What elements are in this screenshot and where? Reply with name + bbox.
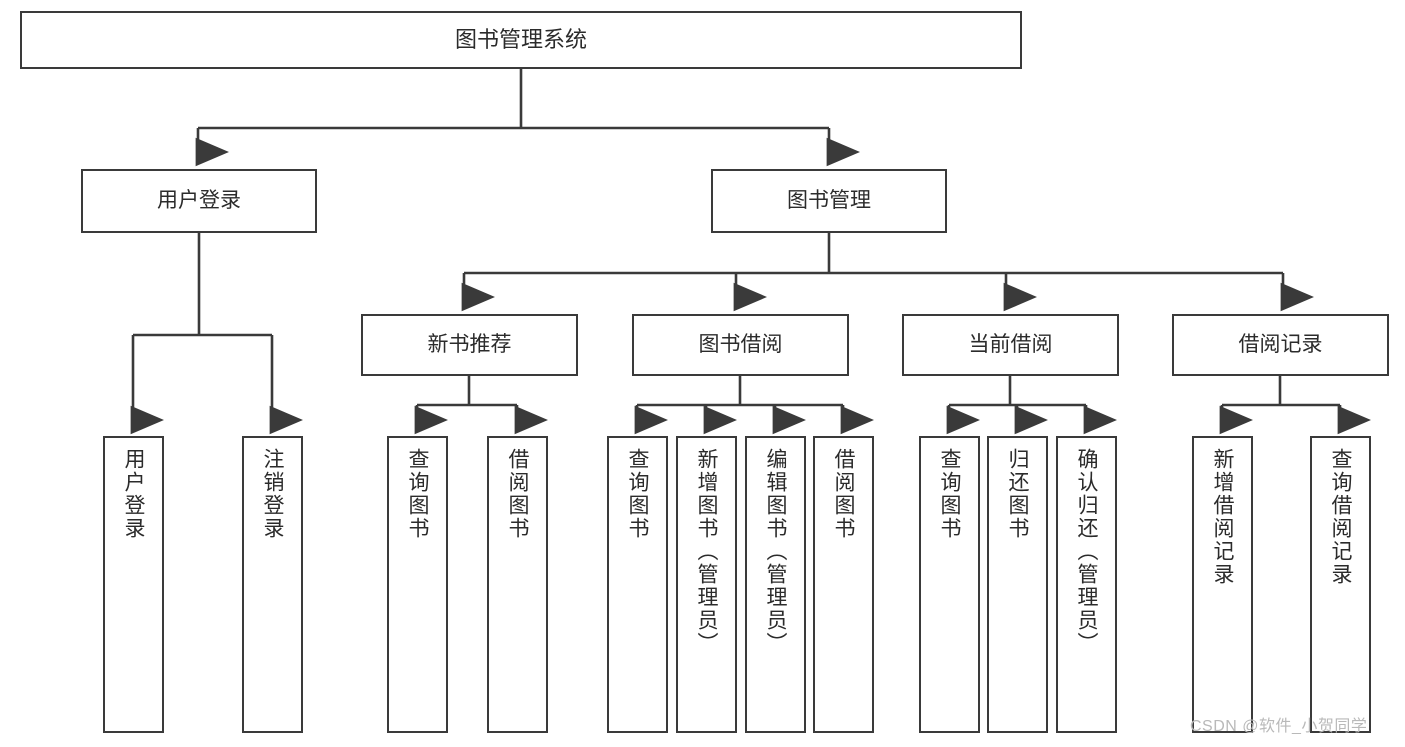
leaf-return-book[interactable]: 归还图书 xyxy=(987,436,1048,733)
leaf-add-borrow-record-label: 新增借阅记录 xyxy=(1211,448,1234,586)
node-new-book-recommend[interactable]: 新书推荐 xyxy=(361,314,578,376)
node-root-label: 图书管理系统 xyxy=(454,27,587,53)
leaf-borrow-book-recommend[interactable]: 借阅图书 xyxy=(487,436,548,733)
node-book-borrow-label: 图书借阅 xyxy=(698,332,783,356)
node-borrow-records[interactable]: 借阅记录 xyxy=(1172,314,1389,376)
node-root[interactable]: 图书管理系统 xyxy=(20,11,1022,69)
leaf-add-book-admin-label: 新增图书（管理员） xyxy=(695,448,718,655)
node-book-management[interactable]: 图书管理 xyxy=(711,169,947,233)
leaf-borrow-book[interactable]: 借阅图书 xyxy=(813,436,874,733)
leaf-logout-label: 注销登录 xyxy=(261,448,284,540)
leaf-query-borrow-record[interactable]: 查询借阅记录 xyxy=(1310,436,1371,733)
leaf-query-book-recommend-label: 查询图书 xyxy=(406,448,429,540)
leaf-query-book-current[interactable]: 查询图书 xyxy=(919,436,980,733)
leaf-borrow-book-recommend-label: 借阅图书 xyxy=(506,448,529,540)
leaf-user-login-label: 用户登录 xyxy=(122,448,145,540)
node-book-borrow[interactable]: 图书借阅 xyxy=(632,314,849,376)
leaf-return-book-label: 归还图书 xyxy=(1006,448,1029,540)
node-current-borrow[interactable]: 当前借阅 xyxy=(902,314,1119,376)
node-user-login[interactable]: 用户登录 xyxy=(81,169,317,233)
node-user-login-label: 用户登录 xyxy=(157,188,241,212)
leaf-user-login[interactable]: 用户登录 xyxy=(103,436,164,733)
leaf-edit-book-admin-label: 编辑图书（管理员） xyxy=(764,448,787,655)
leaf-query-book-borrow-label: 查询图书 xyxy=(626,448,649,540)
leaf-add-borrow-record[interactable]: 新增借阅记录 xyxy=(1192,436,1253,733)
leaf-query-borrow-record-label: 查询借阅记录 xyxy=(1329,448,1352,586)
leaf-borrow-book-label: 借阅图书 xyxy=(832,448,855,540)
node-book-management-label: 图书管理 xyxy=(787,188,871,212)
leaf-confirm-return-admin-label: 确认归还（管理员） xyxy=(1075,448,1098,655)
node-borrow-records-label: 借阅记录 xyxy=(1238,332,1323,356)
leaf-query-book-borrow[interactable]: 查询图书 xyxy=(607,436,668,733)
leaf-query-book-current-label: 查询图书 xyxy=(938,448,961,540)
node-current-borrow-label: 当前借阅 xyxy=(968,332,1053,356)
watermark: CSDN @软件_小贺同学 xyxy=(1190,718,1368,735)
leaf-add-book-admin[interactable]: 新增图书（管理员） xyxy=(676,436,737,733)
node-new-book-recommend-label: 新书推荐 xyxy=(427,332,512,356)
leaf-logout[interactable]: 注销登录 xyxy=(242,436,303,733)
leaf-query-book-recommend[interactable]: 查询图书 xyxy=(387,436,448,733)
leaf-confirm-return-admin[interactable]: 确认归还（管理员） xyxy=(1056,436,1117,733)
leaf-edit-book-admin[interactable]: 编辑图书（管理员） xyxy=(745,436,806,733)
